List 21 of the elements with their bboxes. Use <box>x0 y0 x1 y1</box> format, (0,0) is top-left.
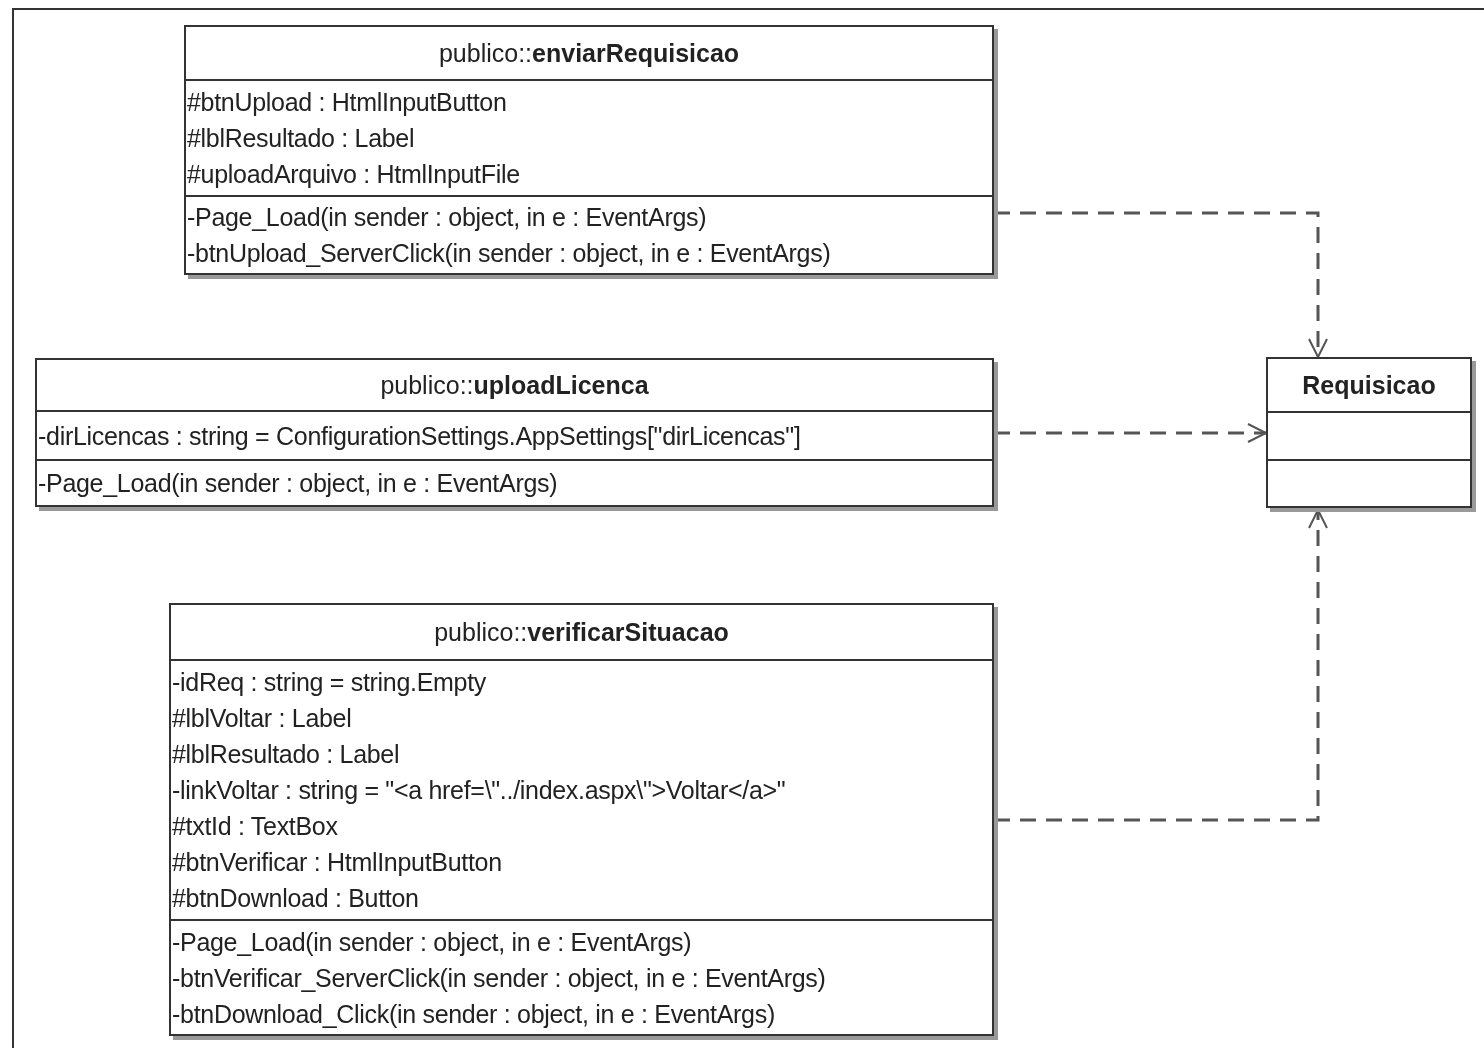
attribute-text: #lblVoltar : Label <box>171 703 353 734</box>
attribute-text: -linkVoltar : string = "<a href=\"../index.aspx\">Voltar</a>" <box>171 775 787 806</box>
attribute-text: #lblResultado : Label <box>186 123 416 154</box>
attribute-text: #lblResultado : Label <box>171 739 401 770</box>
method-text: -btnVerificar_ServerClick(in sender : object, in e : EventArgs) <box>171 962 827 994</box>
method-text: -Page_Load(in sender : object, in e : EventArgs) <box>171 926 693 958</box>
attribute-text: #uploadArquivo : HtmlInputFile <box>186 159 521 190</box>
method-text: -Page_Load(in sender : object, in e : EventArgs) <box>37 468 559 499</box>
class-name: publico::verificarSituacao <box>434 617 729 648</box>
attribute-text: #btnUpload : HtmlInputButton <box>186 87 508 118</box>
attribute-text: #btnDownload : Button <box>171 883 420 914</box>
class-name: publico::uploadLicenca <box>380 370 649 401</box>
attribute-text: #btnVerificar : HtmlInputButton <box>171 847 503 878</box>
attribute-text: -idReq : string = string.Empty <box>171 667 488 698</box>
method-text: -btnDownload_Click(in sender : object, in e : EventArgs) <box>171 998 776 1030</box>
class-name: publico::enviarRequisicao <box>438 38 740 69</box>
method-text: -Page_Load(in sender : object, in e : EventArgs) <box>186 202 708 233</box>
class-name: Requisicao <box>1302 370 1436 401</box>
attribute-text: #txtId : TextBox <box>171 811 339 842</box>
method-text: -btnUpload_ServerClick(in sender : object, in e : EventArgs) <box>186 238 832 269</box>
attribute-text: -dirLicencas : string = ConfigurationSettings.AppSettings["dirLicencas"] <box>37 420 802 452</box>
